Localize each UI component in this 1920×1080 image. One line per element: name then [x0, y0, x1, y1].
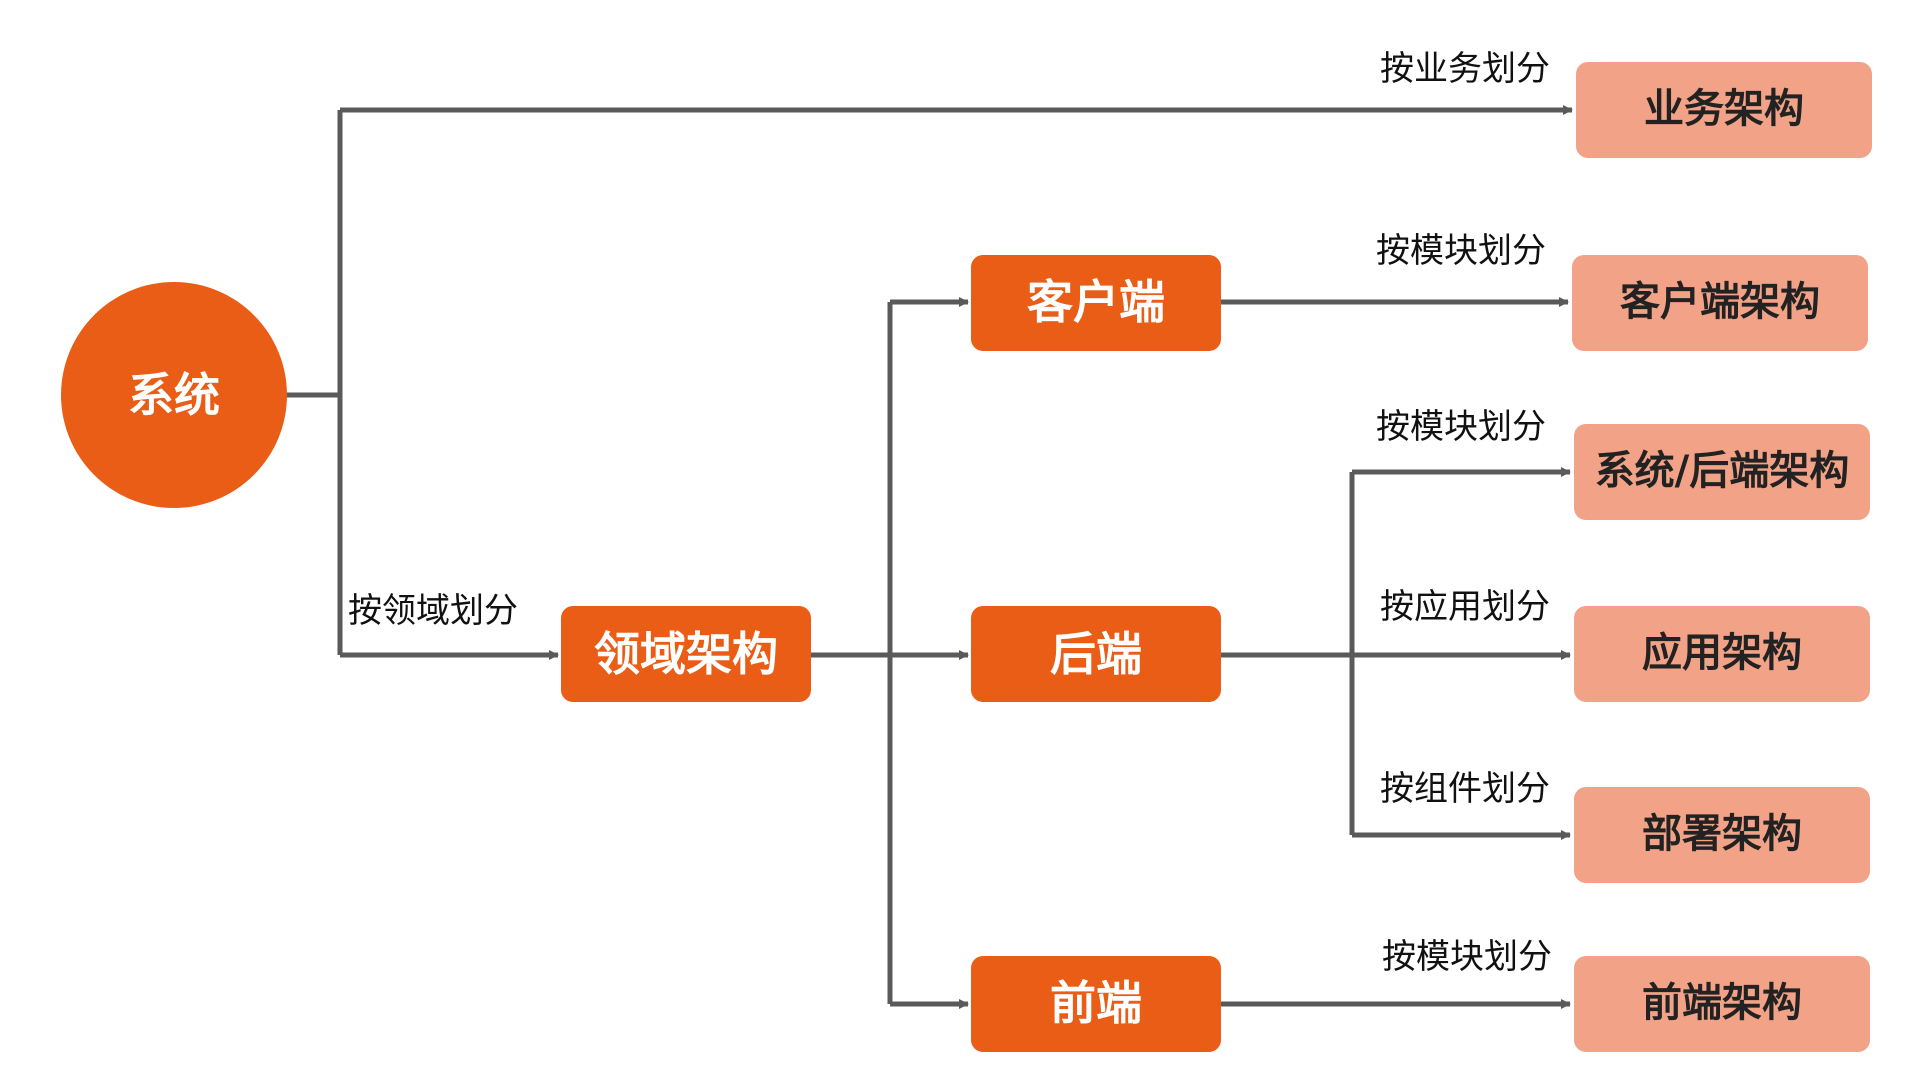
- frontend-box: [971, 956, 1221, 1052]
- frontend-arch-node: 前端架构: [1574, 956, 1870, 1052]
- edge-label-by-module-frontend: 按模块划分: [1382, 937, 1552, 977]
- deployment-arch-box: [1574, 787, 1870, 883]
- frontend-node: 前端: [971, 956, 1221, 1052]
- deployment-arch-node: 部署架构: [1574, 787, 1870, 883]
- client-box: [971, 255, 1221, 351]
- backend-box: [971, 606, 1221, 702]
- domain-arch-node: 领域架构: [561, 606, 811, 702]
- domain-arch-label: 领域架构: [594, 627, 778, 681]
- root-node: 系统: [61, 282, 287, 508]
- domain-arch-box: [561, 606, 811, 702]
- edge-labels: 按业务划分 按领域划分 按模块划分 按模块划分 按应用划分 按组件划分 按模块划…: [348, 49, 1552, 977]
- application-arch-node: 应用架构: [1574, 606, 1870, 702]
- system-backend-arch-node: 系统/后端架构: [1574, 424, 1870, 520]
- business-arch-node: 业务架构: [1576, 62, 1872, 158]
- system-backend-arch-label: 系统/后端架构: [1595, 448, 1850, 494]
- edge-label-by-business: 按业务划分: [1380, 49, 1550, 89]
- frontend-label: 前端: [1050, 976, 1142, 1030]
- backend-label: 后端: [1050, 627, 1142, 681]
- edge-label-by-domain: 按领域划分: [348, 591, 518, 631]
- business-arch-box: [1576, 62, 1872, 158]
- deployment-arch-label: 部署架构: [1642, 811, 1802, 857]
- client-node: 客户端: [971, 255, 1221, 351]
- system-backend-arch-box: [1574, 424, 1870, 520]
- client-arch-node: 客户端架构: [1572, 255, 1868, 351]
- application-arch-box: [1574, 606, 1870, 702]
- business-arch-label: 业务架构: [1644, 86, 1804, 132]
- edge-label-by-component: 按组件划分: [1380, 769, 1550, 809]
- client-arch-label: 客户端架构: [1620, 279, 1820, 325]
- root-node-circle: [61, 282, 287, 508]
- application-arch-label: 应用架构: [1642, 630, 1802, 676]
- client-arch-box: [1572, 255, 1868, 351]
- backend-node: 后端: [971, 606, 1221, 702]
- root-node-label: 系统: [128, 368, 220, 422]
- connectors: [286, 105, 1573, 1009]
- edge-label-by-module-backend: 按模块划分: [1376, 407, 1546, 447]
- frontend-arch-label: 前端架构: [1642, 980, 1802, 1026]
- frontend-arch-box: [1574, 956, 1870, 1052]
- edge-label-by-module-client: 按模块划分: [1376, 231, 1546, 271]
- edge-label-by-application: 按应用划分: [1380, 587, 1550, 627]
- client-label: 客户端: [1027, 275, 1165, 329]
